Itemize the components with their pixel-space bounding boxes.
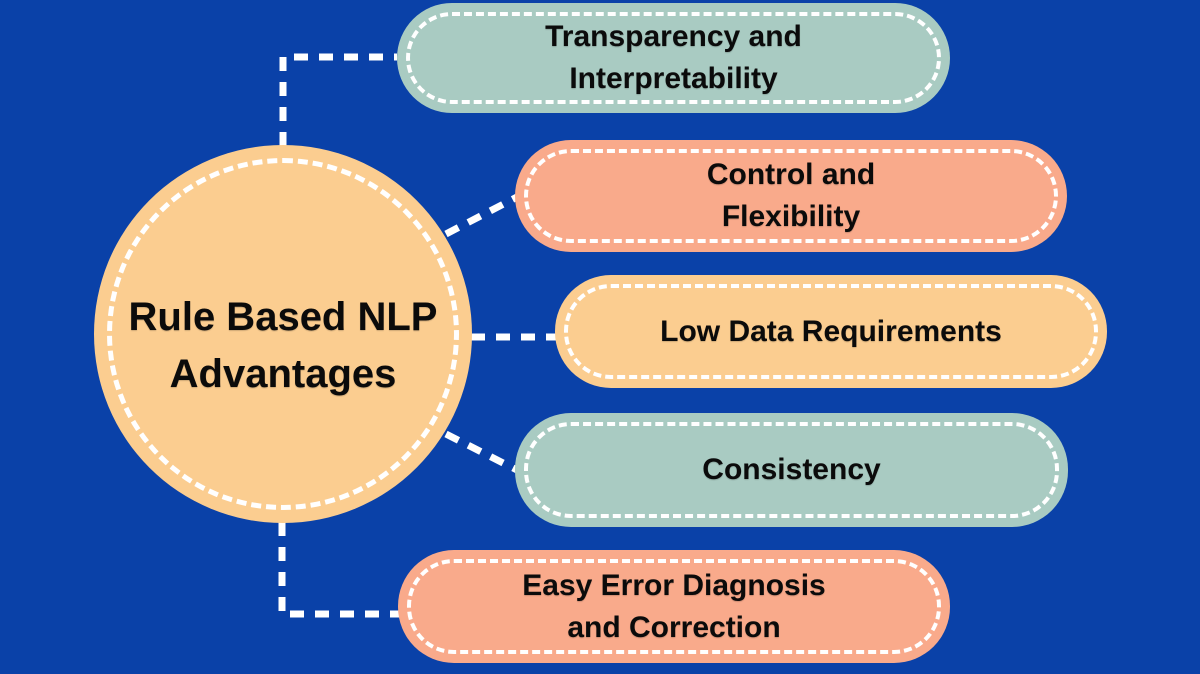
node-label-line2: Interpretability xyxy=(569,62,778,95)
node-label: Consistency xyxy=(515,413,1068,527)
center-node: Rule Based NLP Advantages xyxy=(94,145,472,523)
center-node-label-line1: Rule Based NLP xyxy=(128,295,438,339)
node-label: Low Data Requirements xyxy=(555,275,1107,388)
connector-transparency xyxy=(279,53,397,146)
connector-easy-error-diagnosis xyxy=(278,522,399,618)
node-consistency: Consistency xyxy=(515,413,1068,527)
node-label-line1: Control and xyxy=(706,158,876,191)
node-control-flexibility: Control and Flexibility xyxy=(515,140,1067,252)
node-label-line1: Consistency xyxy=(702,453,881,486)
node-easy-error-diagnosis: Easy Error Diagnosis and Correction xyxy=(398,550,950,663)
node-transparency-interpretability: Transparency and Interpretability xyxy=(397,3,950,113)
node-label-line2: and Correction xyxy=(567,610,781,644)
node-label-line1: Easy Error Diagnosis xyxy=(522,568,826,602)
node-label: Control and Flexibility xyxy=(515,140,1067,252)
center-node-label: Rule Based NLP Advantages xyxy=(94,145,472,523)
node-label-line2: Flexibility xyxy=(721,200,861,233)
node-label: Transparency and Interpretability xyxy=(397,3,950,113)
node-label-line1: Transparency and xyxy=(545,20,802,53)
node-low-data-requirements: Low Data Requirements xyxy=(555,275,1107,388)
node-label-line1: Low Data Requirements xyxy=(660,314,1002,348)
center-node-label-line2: Advantages xyxy=(169,352,397,396)
node-label: Easy Error Diagnosis and Correction xyxy=(398,550,950,663)
